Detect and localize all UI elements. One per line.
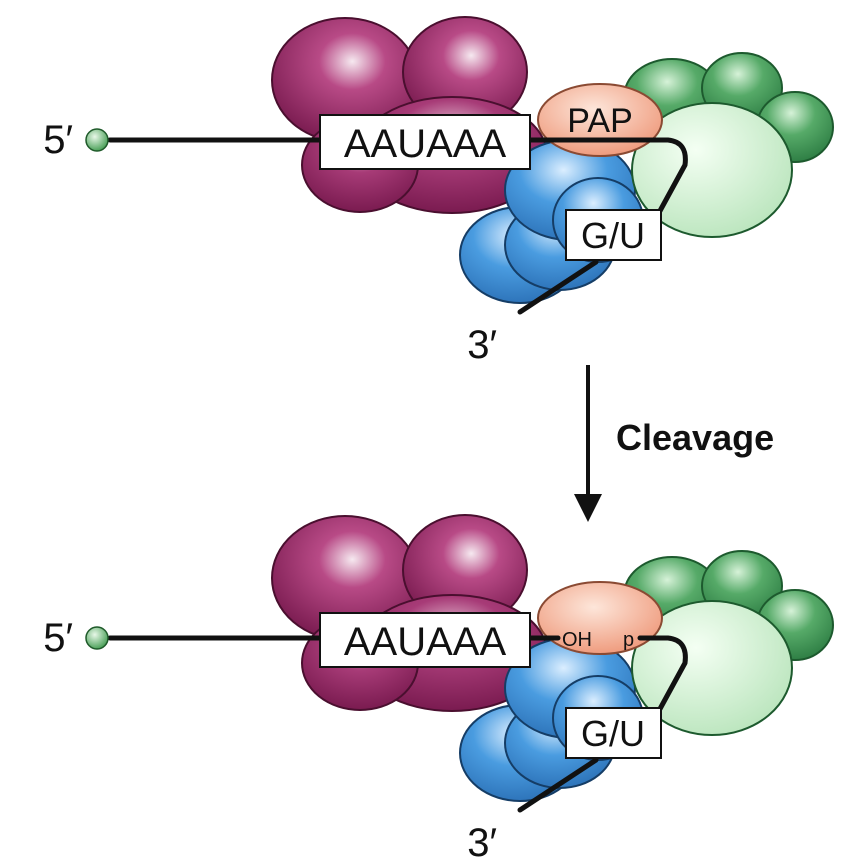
pap-enzyme-bottom — [537, 581, 663, 655]
gu-box-bottom — [565, 707, 662, 759]
five-prime-cap-bottom — [85, 626, 109, 650]
three-prime-label-top: 3′ — [467, 323, 497, 367]
five-prime-label-bottom: 5′ — [43, 616, 73, 660]
five-prime-label-top: 5′ — [43, 118, 73, 162]
cleavage-factor-complex-top — [623, 52, 834, 238]
gu-box-top — [565, 209, 662, 261]
top-panel: PAP 5′ AAUAAA G/U 3′ — [43, 16, 834, 367]
arrow-head-icon — [574, 494, 602, 522]
pap-label-top: PAP — [567, 102, 633, 140]
signal-label-bottom: AAUAAA — [344, 620, 507, 664]
cleavage-step: Cleavage — [574, 365, 774, 522]
gu-label-bottom: G/U — [581, 713, 645, 754]
bottom-panel: OH p 5′ AAUAAA G/U 3′ — [43, 514, 834, 862]
rna-strand-bottom — [107, 635, 688, 813]
five-prime-cap-top — [85, 128, 109, 152]
phosphate-label: p — [623, 629, 634, 651]
cleavage-step-label: Cleavage — [616, 417, 774, 458]
gu-label-top: G/U — [581, 215, 645, 256]
signal-label-top: AAUAAA — [344, 122, 507, 166]
oh-label: OH — [562, 629, 592, 651]
signal-box-bottom — [319, 612, 531, 668]
signal-box-top — [319, 114, 531, 170]
rna-strand-top — [107, 137, 688, 315]
three-prime-label-bottom: 3′ — [467, 821, 497, 862]
